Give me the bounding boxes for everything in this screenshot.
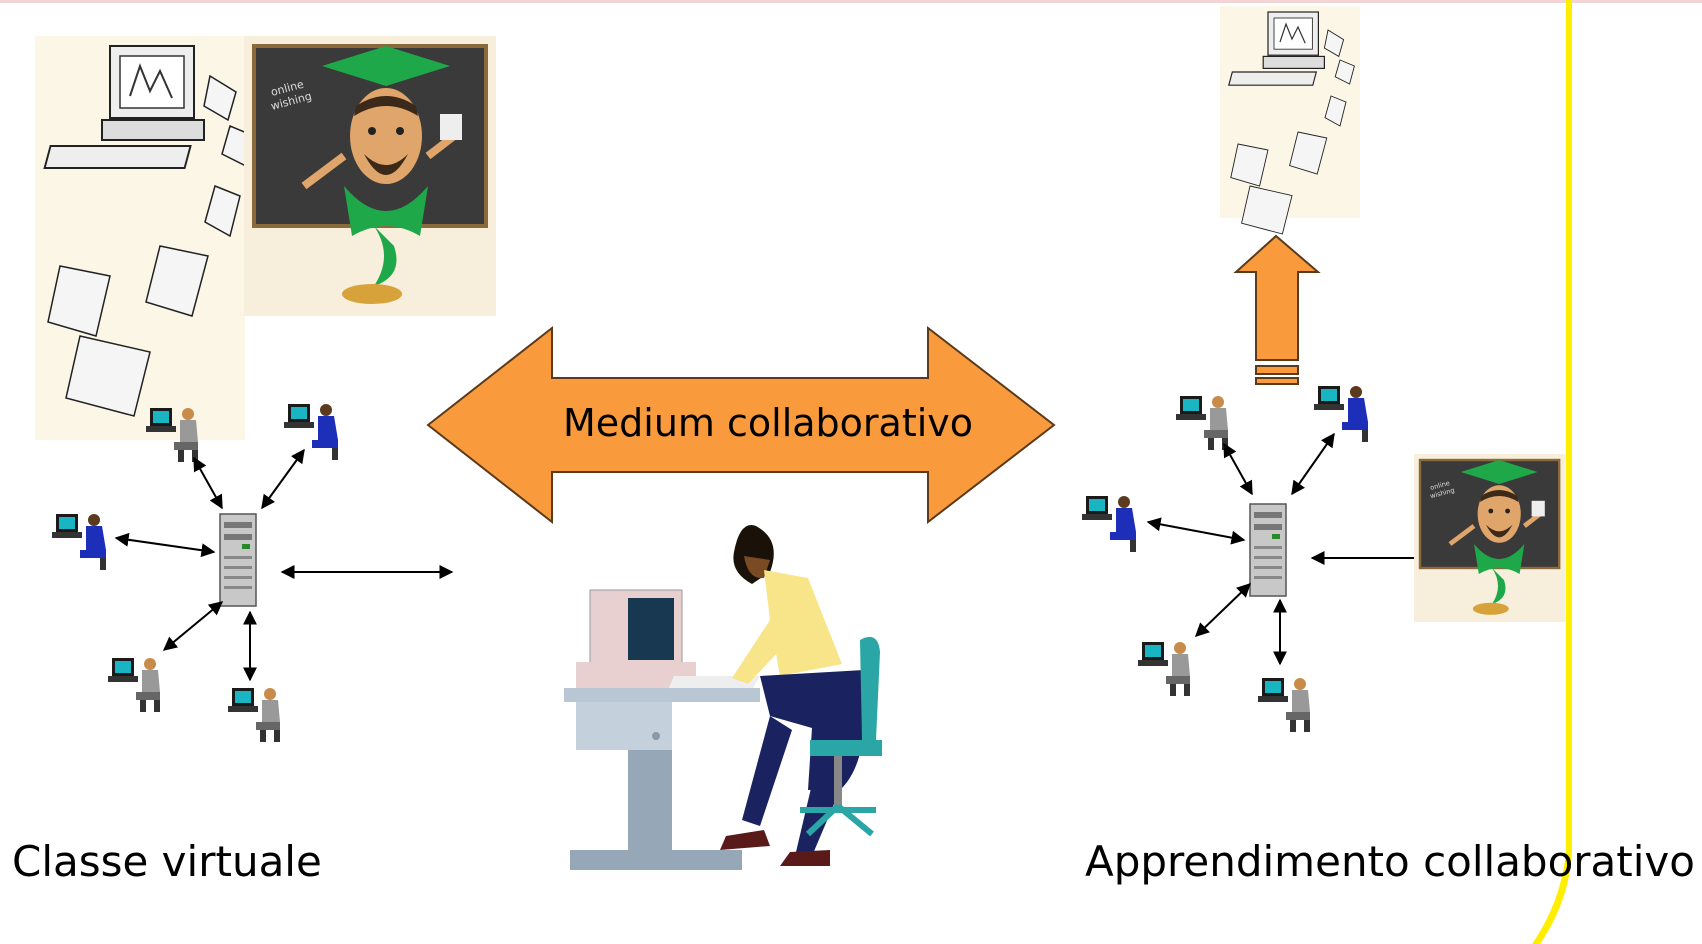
right-server-icon xyxy=(1249,503,1287,597)
center-arrow-label: Medium collaborativo xyxy=(563,401,973,445)
right-link-4 xyxy=(1194,583,1252,637)
right-user-bottom-left xyxy=(1138,642,1190,696)
student-at-computer-illustration xyxy=(564,525,882,870)
right-link-2 xyxy=(1291,432,1335,496)
top-border-line xyxy=(0,0,1702,3)
right-link-3 xyxy=(1146,517,1246,545)
left-link-1 xyxy=(193,456,223,510)
right-label: Apprendimento collaborativo xyxy=(1085,837,1695,886)
yellow-accent-border xyxy=(1532,0,1572,944)
right-user-top xyxy=(1176,396,1228,450)
genie-teacher-left xyxy=(244,36,496,316)
left-user-bottom xyxy=(228,688,280,742)
right-user-left xyxy=(1082,496,1136,552)
left-user-bottom-left xyxy=(108,658,160,712)
left-user-top-right xyxy=(284,404,338,460)
center-double-arrow xyxy=(426,325,1056,525)
left-label: Classe virtuale xyxy=(12,837,322,886)
left-link-3 xyxy=(114,532,216,558)
left-link-2 xyxy=(261,448,305,510)
up-arrow xyxy=(1233,234,1321,385)
genie-teacher-right xyxy=(1414,454,1565,622)
left-user-left xyxy=(52,514,106,570)
right-user-top-right xyxy=(1314,386,1368,442)
right-user-bottom xyxy=(1258,678,1310,732)
left-server-icon xyxy=(219,513,257,607)
right-link-1 xyxy=(1223,442,1253,496)
left-link-4 xyxy=(162,601,224,651)
